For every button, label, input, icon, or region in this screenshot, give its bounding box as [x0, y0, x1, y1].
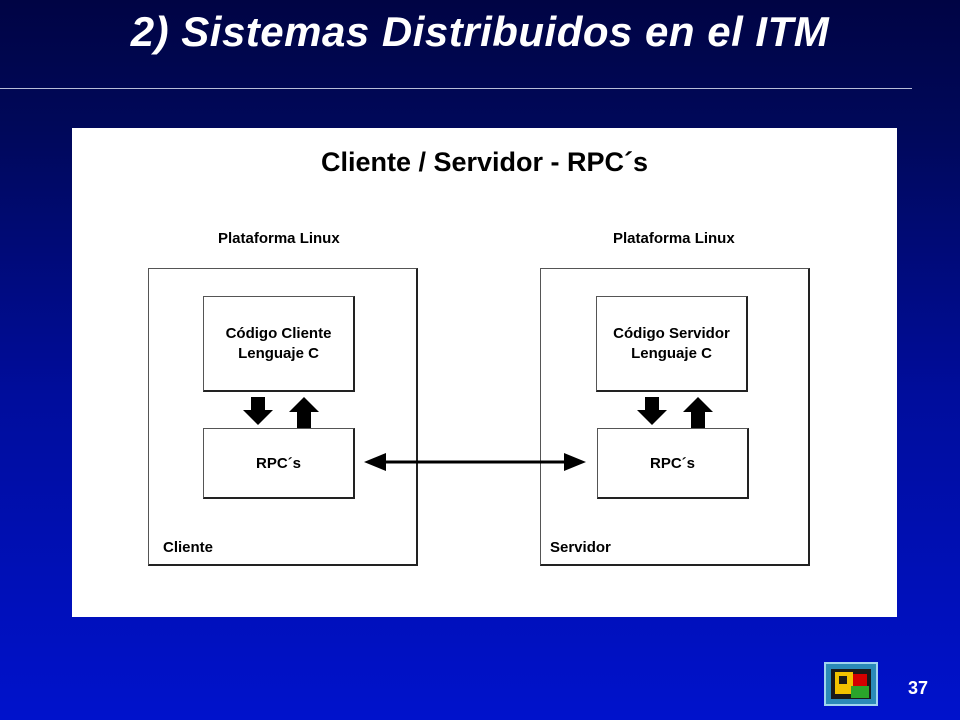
slide-number: 37: [907, 678, 929, 698]
bidirectional-arrow-icon: [364, 453, 586, 471]
server-up-arrow-icon: [683, 397, 713, 429]
client-node: Código Cliente Lenguaje C RPC´s Cliente: [148, 268, 418, 566]
client-code-box: Código Cliente Lenguaje C: [203, 296, 355, 392]
client-code-text: Código Cliente Lenguaje C: [225, 324, 332, 362]
server-code-box: Código Servidor Lenguaje C: [596, 296, 748, 392]
server-label: Servidor: [550, 539, 611, 556]
client-label: Cliente: [163, 539, 214, 556]
server-node: Código Servidor Lenguaje C RPC´s Servido…: [540, 268, 810, 566]
client-up-arrow-icon: [289, 397, 319, 429]
client-down-arrow-icon: [243, 397, 273, 425]
server-platform-label: Plataforma Linux: [613, 230, 735, 247]
institution-logo-icon: [824, 662, 878, 706]
client-platform-label: Plataforma Linux: [218, 230, 340, 247]
client-rpc-text: RPC´s: [255, 454, 301, 472]
client-rpc-box: RPC´s: [203, 428, 355, 499]
title-divider: [0, 88, 912, 89]
diagram-panel: Cliente / Servidor - RPC´s Plataforma Li…: [72, 128, 897, 617]
server-rpc-text: RPC´s: [649, 454, 695, 472]
diagram-title: Cliente / Servidor - RPC´s: [320, 147, 649, 177]
slide-title: 2) Sistemas Distribuidos en el ITM: [130, 8, 830, 55]
server-code-text: Código Servidor Lenguaje C: [613, 324, 730, 362]
server-rpc-box: RPC´s: [597, 428, 749, 499]
server-down-arrow-icon: [637, 397, 667, 425]
